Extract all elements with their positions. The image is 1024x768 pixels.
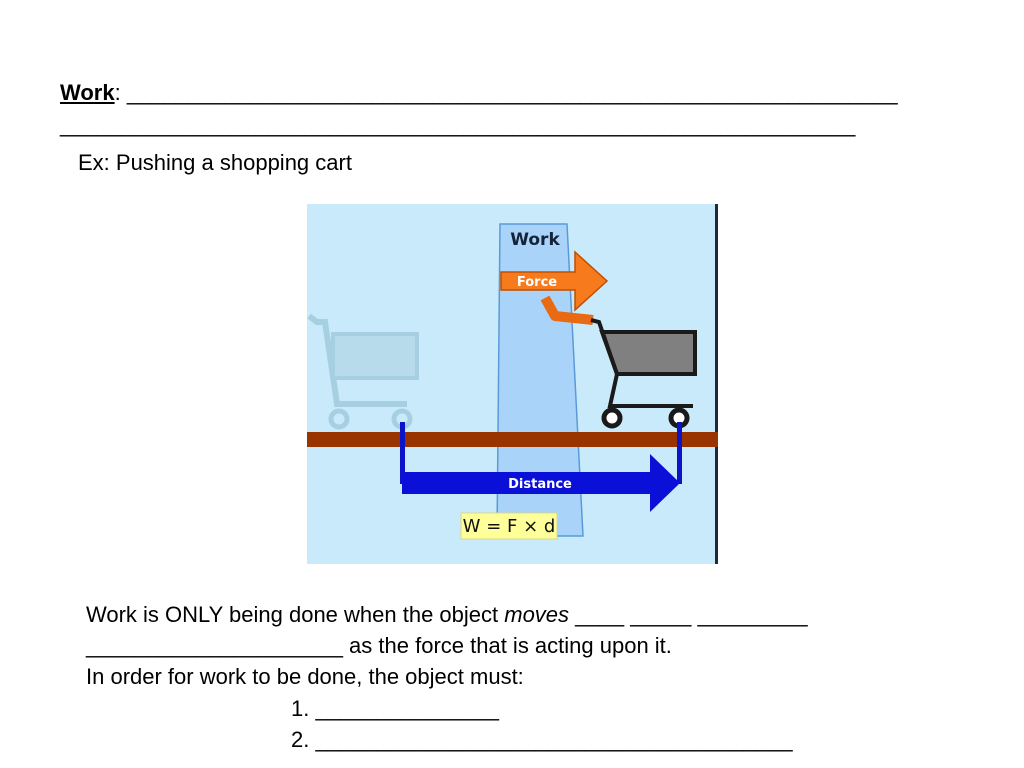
requirements-intro: In order for work to be done, the object… [86, 664, 524, 689]
colon: : [114, 80, 127, 105]
moves-emphasis: moves [504, 602, 570, 627]
force-label: Force [517, 275, 557, 290]
work-condition-line: Work is ONLY being done when the object … [86, 602, 808, 628]
example-text: Ex: Pushing a shopping cart [78, 150, 352, 175]
distance-arrow [402, 454, 680, 512]
formula-box [460, 512, 558, 540]
work-label: Work [510, 230, 560, 250]
requirement-item-1: 1. _______________ [291, 696, 499, 721]
distance-tick-right [677, 422, 682, 484]
requirement-item-2: 2. _____________________________________… [291, 727, 793, 752]
ground [307, 432, 718, 447]
formula: W = F × d [463, 516, 556, 537]
distance-tick-left [400, 422, 405, 484]
work-definition-line: Work: __________________________________… [60, 80, 898, 106]
work-term: Work [60, 80, 115, 105]
definition-blank-1: ________________________________________… [126, 80, 898, 105]
work-condition-blanks: ____ _____ _________ [569, 602, 808, 627]
work-diagram: Work Force Distance W = F × d [307, 204, 718, 564]
force-direction-line: _____________________ as the force that … [86, 633, 672, 658]
work-condition-text: Work is ONLY being done when the object [86, 602, 505, 627]
force-arrow [500, 250, 609, 312]
diagram-right-border [715, 204, 718, 564]
distance-label: Distance [508, 477, 572, 492]
arm [540, 295, 594, 325]
definition-blank-2: ________________________________________… [60, 112, 856, 137]
